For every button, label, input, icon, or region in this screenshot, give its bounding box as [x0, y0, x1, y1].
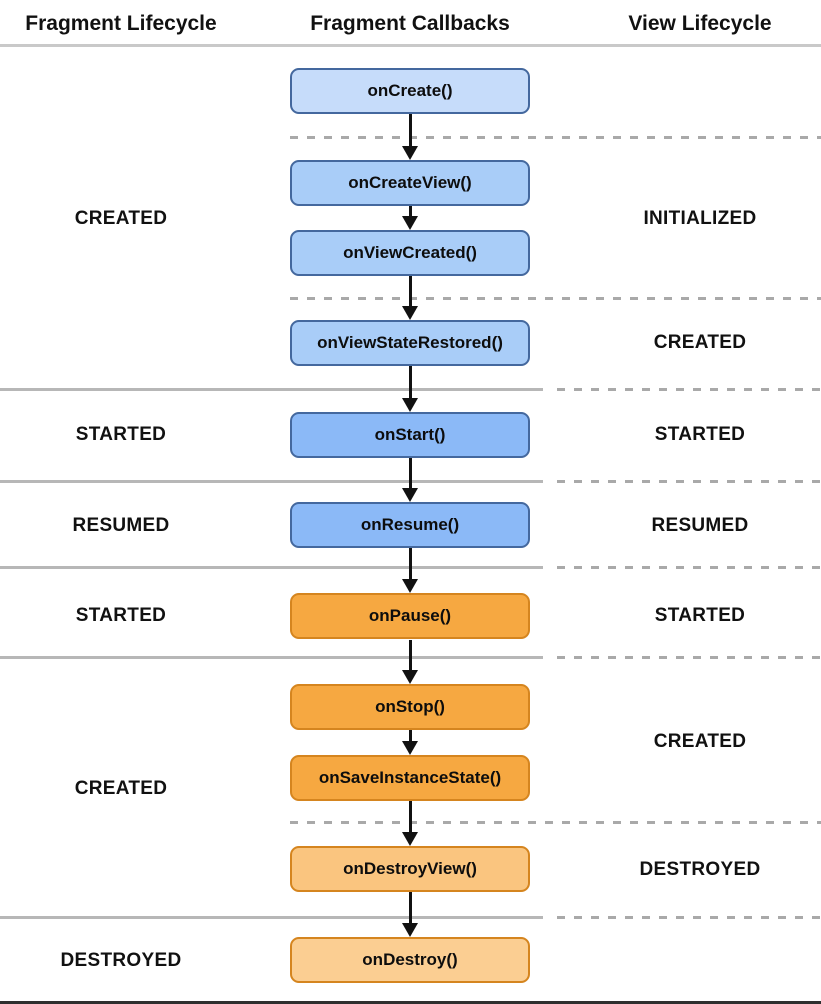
section-divider-8-solid [0, 916, 543, 919]
callback-box-onviewstaterestored: onViewStateRestored() [290, 320, 530, 366]
callback-box-onstart: onStart() [290, 412, 530, 458]
view-state-created: CREATED [653, 332, 747, 353]
flow-arrow-stem-10 [408, 892, 412, 926]
flow-arrow-head-icon [402, 741, 418, 755]
fragment-state-created: CREATED [74, 208, 168, 229]
view-state-started: STARTED [654, 605, 746, 626]
callback-box-onstop: onStop() [290, 684, 530, 730]
section-divider-5-solid [0, 566, 543, 569]
flow-arrow-stem-7 [408, 640, 412, 673]
header-divider [0, 44, 821, 47]
section-divider-6-dashed [557, 656, 821, 659]
column-header-view-lifecycle: View Lifecycle [628, 12, 772, 35]
fragment-state-destroyed: DESTROYED [60, 950, 182, 971]
view-state-resumed: RESUMED [651, 515, 749, 536]
flow-arrow-head-icon [402, 832, 418, 846]
callback-box-oncreateview: onCreateView() [290, 160, 530, 206]
section-divider-2-dashed [290, 297, 821, 300]
section-divider-4-solid [0, 480, 543, 483]
flow-arrow-stem-8 [408, 730, 412, 744]
flow-arrow-head-icon [402, 579, 418, 593]
section-divider-3-solid [0, 388, 543, 391]
section-divider-3-dashed [557, 388, 821, 391]
view-state-initialized: INITIALIZED [643, 208, 757, 229]
view-state-destroyed: DESTROYED [639, 859, 761, 880]
flow-arrow-head-icon [402, 670, 418, 684]
flow-arrow-stem-9 [408, 801, 412, 835]
callback-box-onresume: onResume() [290, 502, 530, 548]
fragment-state-started: STARTED [75, 424, 167, 445]
section-divider-1-dashed [290, 136, 821, 139]
section-divider-7-dashed [290, 821, 821, 824]
flow-arrow-stem-4 [408, 366, 412, 401]
callback-box-onsaveinstancestate: onSaveInstanceState() [290, 755, 530, 801]
column-header-fragment-lifecycle: Fragment Lifecycle [25, 12, 217, 35]
fragment-state-started: STARTED [75, 605, 167, 626]
column-header-fragment-callbacks: Fragment Callbacks [310, 12, 510, 35]
flow-arrow-head-icon [402, 398, 418, 412]
flow-arrow-head-icon [402, 488, 418, 502]
flow-arrow-head-icon [402, 146, 418, 160]
fragment-state-resumed: RESUMED [72, 515, 170, 536]
flow-arrow-stem-6 [408, 548, 412, 582]
section-divider-4-dashed [557, 480, 821, 483]
flow-arrow-stem-1 [408, 114, 412, 149]
flow-arrow-head-icon [402, 216, 418, 230]
flow-arrow-stem-3 [408, 276, 412, 309]
section-divider-8-dashed [557, 916, 821, 919]
flow-arrow-head-icon [402, 923, 418, 937]
view-state-created: CREATED [653, 731, 747, 752]
callback-box-ondestroyview: onDestroyView() [290, 846, 530, 892]
callback-box-oncreate: onCreate() [290, 68, 530, 114]
callback-box-onpause: onPause() [290, 593, 530, 639]
section-divider-6-solid [0, 656, 543, 659]
section-divider-5-dashed [557, 566, 821, 569]
callback-box-onviewcreated: onViewCreated() [290, 230, 530, 276]
fragment-state-created: CREATED [74, 778, 168, 799]
flow-arrow-head-icon [402, 306, 418, 320]
callback-box-ondestroy: onDestroy() [290, 937, 530, 983]
bottom-edge-bar [0, 1001, 821, 1004]
flow-arrow-stem-5 [408, 458, 412, 491]
view-state-started: STARTED [654, 424, 746, 445]
flow-arrow-stem-2 [408, 206, 412, 219]
